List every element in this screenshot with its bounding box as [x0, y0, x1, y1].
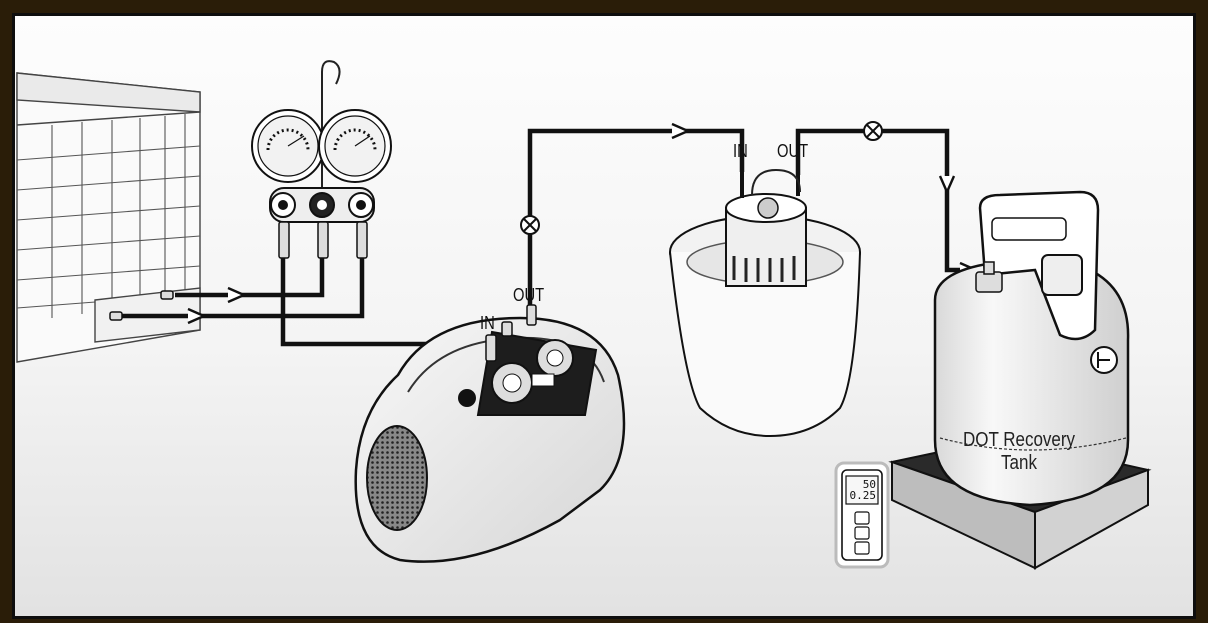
service-port-icons [109, 290, 174, 321]
filter-in-label: IN [733, 141, 748, 161]
pump-in-label: IN [480, 313, 495, 333]
scale-display-value-1: 50 [862, 478, 876, 491]
pump-out-label: OUT [513, 285, 545, 305]
filter-out-label: OUT [777, 141, 809, 161]
scale-display-value-2: 0.25 [849, 489, 877, 502]
tank-label-line2: Tank [1001, 452, 1037, 474]
valve-icons [520, 121, 883, 235]
recovery-machine [354, 304, 626, 563]
manifold-gauge-set [251, 60, 392, 259]
filter-drier-bucket [669, 168, 861, 438]
scale-display-unit [834, 461, 890, 569]
condensing-unit [16, 72, 201, 363]
tank-label-line1: DOT Recovery [962, 429, 1076, 451]
recovery-tank [933, 190, 1130, 507]
